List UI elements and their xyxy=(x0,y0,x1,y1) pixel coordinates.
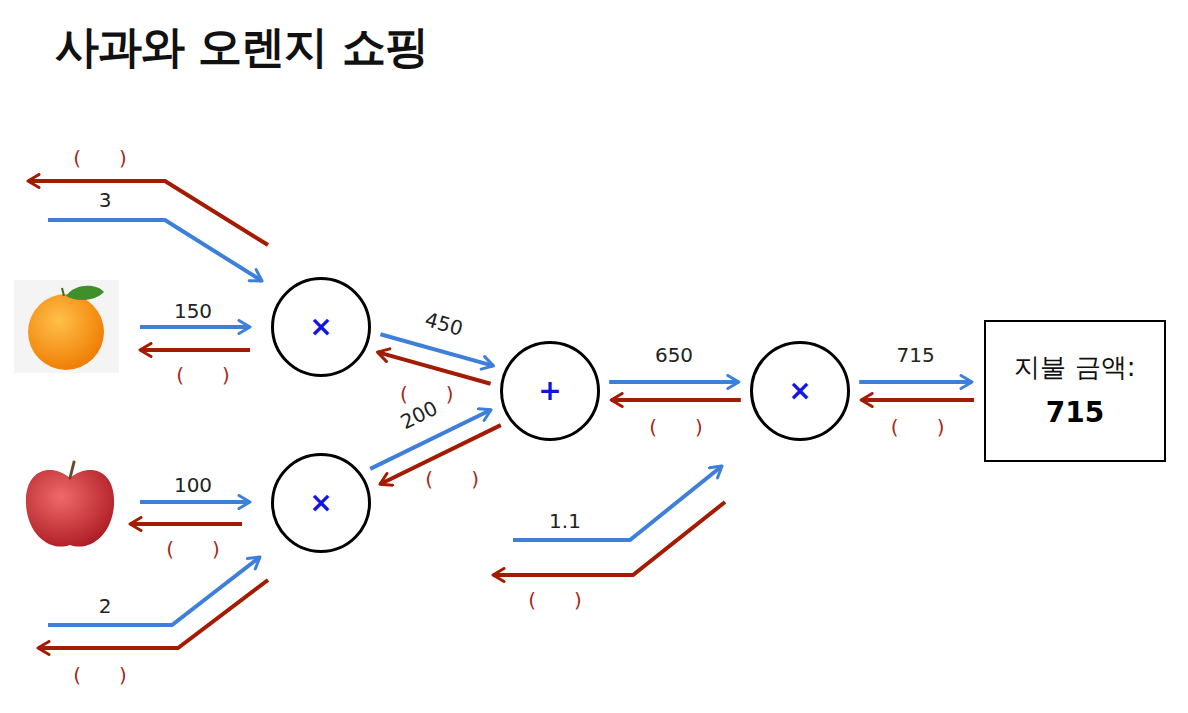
input-value: 100 xyxy=(171,474,215,496)
result-value: 715 xyxy=(1046,398,1104,429)
gradient-blank: ( ) xyxy=(525,589,585,611)
apple-stem xyxy=(70,462,74,478)
operator-symbol: × xyxy=(788,377,811,405)
add-node: + xyxy=(500,341,600,441)
input-wire xyxy=(48,557,260,625)
diagram-title: 사과와 오렌지 쇼핑 xyxy=(55,18,428,77)
forward-arrow xyxy=(380,334,493,366)
input-wire xyxy=(140,500,250,504)
input-value: 150 xyxy=(171,300,215,322)
apple-illustration xyxy=(26,462,114,547)
input-value: 1.1 xyxy=(546,510,584,532)
operator-symbol: + xyxy=(538,377,561,405)
operator-symbol: × xyxy=(309,313,332,341)
orange-photo-ground xyxy=(14,280,119,373)
input-wire xyxy=(140,325,250,329)
gradient-blank: ( ) xyxy=(422,468,482,490)
gradient-blank: ( ) xyxy=(70,664,130,686)
value-label: 715 xyxy=(893,344,937,366)
value-label: 650 xyxy=(652,344,696,366)
gradient-wire xyxy=(140,348,250,352)
apple-fruit xyxy=(26,470,114,546)
orange-illustration xyxy=(14,280,119,373)
circle-border xyxy=(502,343,599,440)
operator-symbol: × xyxy=(309,489,332,517)
gradient-blank: ( ) xyxy=(163,538,223,560)
forward-arrow xyxy=(859,380,972,384)
result-heading: 지불 금액: xyxy=(1014,353,1135,382)
gradient-blank: ( ) xyxy=(70,147,130,169)
gradient-blank: ( ) xyxy=(173,364,233,386)
orange-leaf xyxy=(66,286,104,300)
gradient-blank: ( ) xyxy=(646,416,706,438)
orange-fruit xyxy=(28,294,104,370)
gradient-blank: ( ) xyxy=(888,416,948,438)
backward-arrow xyxy=(378,352,491,384)
circle-border xyxy=(752,343,849,440)
multiply-node: × xyxy=(271,453,371,553)
backward-arrow xyxy=(611,398,741,402)
gradient-wire xyxy=(130,522,242,526)
value-label: 450 xyxy=(420,308,468,341)
input-value: 3 xyxy=(96,189,115,211)
gradient-wire xyxy=(28,181,268,245)
gradient-wire xyxy=(493,502,725,575)
multiply-node: × xyxy=(750,341,850,441)
circle-border xyxy=(273,455,370,552)
input-value: 2 xyxy=(96,595,115,617)
gradient-wire xyxy=(38,580,268,648)
backward-arrow xyxy=(861,398,974,402)
circle-border xyxy=(273,279,370,376)
input-wire xyxy=(48,220,262,281)
orange-stem xyxy=(62,288,64,296)
forward-arrow xyxy=(609,380,739,384)
result-box: 지불 금액: 715 xyxy=(984,320,1166,462)
multiply-node: × xyxy=(271,277,371,377)
